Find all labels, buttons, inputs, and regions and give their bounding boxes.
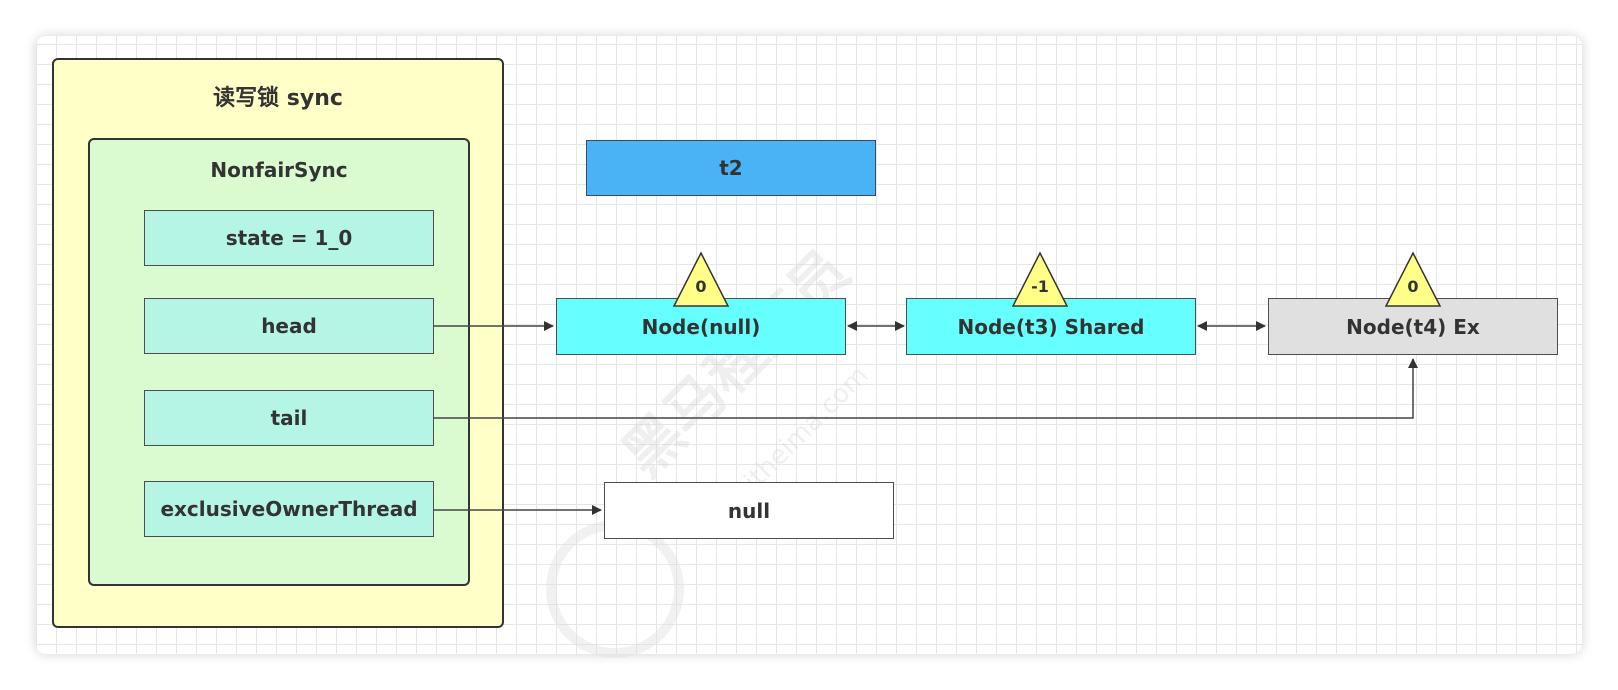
status-value-node-t3: -1 (1031, 277, 1049, 296)
node-t3-shared[interactable]: Node(t3) Shared (906, 298, 1196, 355)
tail-field[interactable]: tail (144, 390, 434, 446)
state-field[interactable]: state = 1_0 (144, 210, 434, 266)
thread-t2-box[interactable]: t2 (586, 140, 876, 196)
node-t4-ex[interactable]: Node(t4) Ex (1268, 298, 1558, 355)
status-triangle-node-t3 (1011, 251, 1069, 307)
node-null[interactable]: Node(null) (556, 298, 846, 355)
sync-title: 读写锁 sync (213, 86, 343, 111)
exclusive-owner-thread-field[interactable]: exclusiveOwnerThread (144, 481, 434, 537)
status-triangle-node-null (672, 251, 730, 307)
nonfair-sync-title: NonfairSync (210, 158, 348, 182)
status-value-node-null: 0 (695, 277, 706, 296)
head-field[interactable]: head (144, 298, 434, 354)
status-value-node-t4: 0 (1407, 277, 1418, 296)
tail-arrow (434, 358, 1418, 419)
null-box[interactable]: null (604, 482, 894, 539)
status-triangle-node-t4 (1384, 251, 1442, 307)
